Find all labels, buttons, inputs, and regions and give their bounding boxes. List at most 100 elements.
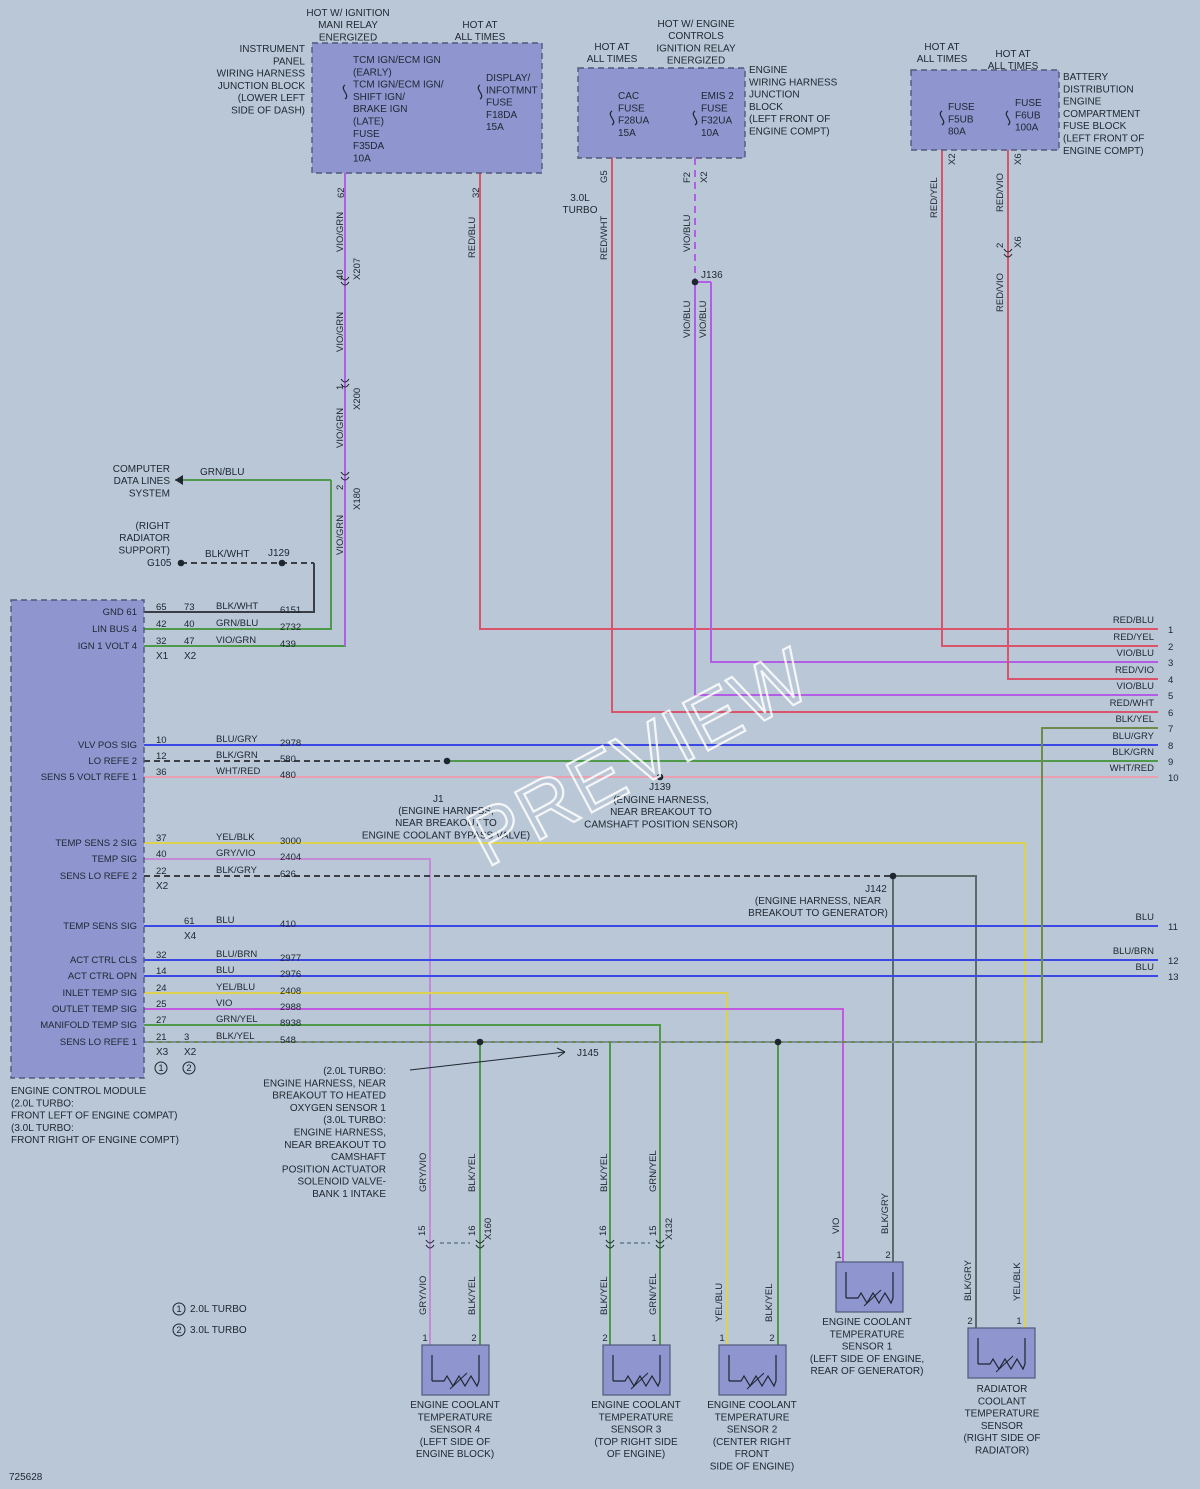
label-yel-blk: YEL/BLK (1012, 1262, 1023, 1301)
bd-fuse1-line-0: FUSE (948, 102, 975, 113)
ecm-pin-p1-13: 25 (156, 999, 167, 1010)
connector-x180: X180 (352, 488, 363, 510)
turbo30-line-0: 3.0L (570, 193, 590, 204)
j145-desc-line-2: BREAKOUT TO HEATED (272, 1091, 386, 1102)
right-wire-5: RED/WHT (1110, 698, 1155, 709)
label-red-vio: RED/VIO (995, 173, 1006, 212)
connector-x160: X160 (483, 1218, 494, 1240)
sensor-pin-2: 2 (602, 1333, 607, 1344)
ipjb-fuse1-line-4: BRAKE IGN (353, 104, 407, 115)
label-j1: J1 (433, 794, 444, 805)
pin-x160-2: 16 (467, 1225, 478, 1236)
g105-loc-line-2: SUPPORT) (119, 545, 171, 556)
ecm-pin-circ-5: 480 (280, 770, 296, 781)
rad-label-line-3: SENSOR (981, 1421, 1023, 1432)
connector-x132: X132 (664, 1218, 675, 1240)
ewjb-hot-ign-line-3: ENERGIZED (667, 56, 725, 67)
g105-loc-line-0: (RIGHT (136, 521, 170, 532)
ewjb-hot-ign-line-0: HOT W/ ENGINE (657, 19, 734, 30)
sensor-ect1-thermistor (846, 1291, 894, 1305)
ewjb-fuse2-line-3: 10A (701, 128, 719, 139)
rad-label-line-4: (RIGHT SIDE OF (963, 1433, 1040, 1444)
connector-x6: X6 (1013, 153, 1024, 165)
ecm-pin-name-7: TEMP SIG (92, 854, 137, 865)
inline-connector-2 (340, 471, 350, 481)
ecm-label-line-0: ENGINE CONTROL MODULE (11, 1086, 147, 1097)
ipjb-fuse2-line-4: 15A (486, 122, 504, 133)
sensor-pin-7: 2 (885, 1250, 890, 1261)
ewjb-fuse1-line-1: FUSE (618, 103, 645, 114)
bd-name-line-2: ENGINE (1063, 97, 1102, 108)
j1-desc-line-0: (ENGINE HARNESS, (398, 806, 494, 817)
fuse-f32ua (692, 110, 698, 126)
ewjb-name-line-5: ENGINE COMPT) (749, 127, 830, 138)
fuse-f18da (477, 84, 483, 100)
ecm-pin-p2-2: 47 (184, 636, 195, 647)
bd-fuse1-line-1: F5UB (948, 114, 974, 125)
ect3-label-line-0: ENGINE COOLANT (591, 1400, 680, 1411)
label-blk-gry-2: BLK/GRY (963, 1259, 974, 1301)
sensor-ect3-leads (612, 1355, 661, 1381)
legend-num-1: 1 (176, 1304, 181, 1315)
label-j142: J142 (865, 884, 887, 895)
ewjb-fuse1-line-3: 15A (618, 128, 636, 139)
pin-x160-1: 15 (417, 1225, 428, 1236)
bd-name-line-5: (LEFT FRONT OF (1063, 134, 1144, 145)
cdl-label-line-1: DATA LINES (114, 476, 171, 487)
ewjb-name-line-4: (LEFT FRONT OF (749, 114, 830, 125)
ipjb-fuse2-line-0: DISPLAY/ (486, 73, 530, 84)
bd-name-line-0: BATTERY (1063, 72, 1109, 83)
label-yel-blu: YEL/BLU (714, 1283, 725, 1322)
ect3-label-line-1: TEMPERATURE (599, 1412, 674, 1423)
ecm-pin-circ-8: 626 (280, 869, 296, 880)
sensor-ect1 (835, 1261, 904, 1313)
ecm-pin-name-2: IGN 1 VOLT 4 (78, 641, 137, 652)
sensor-pin-0: 1 (422, 1333, 427, 1344)
ect4-label-line-0: ENGINE COOLANT (410, 1400, 499, 1411)
ipjb-fuse1-line-7: F35DA (353, 141, 384, 152)
ecm-pin-name-9: TEMP SENS SIG (63, 921, 137, 932)
bd-name-line-6: ENGINE COMPT) (1063, 146, 1144, 157)
wire-layer (144, 150, 1158, 1345)
pin-x200: 1 (335, 385, 346, 390)
ecm-pin-name-1: LIN BUS 4 (92, 624, 137, 635)
label-vio-blu-3: VIO/BLU (698, 300, 709, 338)
ecm-pin-wire-10: BLU/BRN (216, 949, 257, 960)
wire-vio (144, 1008, 844, 1262)
ecm-pin-circ-4: 580 (280, 754, 296, 765)
ecm-pin-wire-2: VIO/GRN (216, 635, 256, 646)
ecm-pin-wire-14: GRN/YEL (216, 1014, 258, 1025)
connector-x6-2: X6 (1013, 236, 1024, 248)
bd-hot1-line-1: ALL TIMES (917, 54, 968, 65)
label-blk-yel-3: BLK/YEL (599, 1153, 610, 1192)
j145-desc-line-8: POSITION ACTUATOR (282, 1164, 386, 1175)
right-wire-3: RED/VIO (1115, 665, 1154, 676)
label-blk-yel-1: BLK/YEL (467, 1153, 478, 1192)
j139-desc-line-0: (ENGINE HARNESS, (613, 795, 709, 806)
ecm-circle-num-1: 1 (158, 1063, 163, 1074)
bd-hot1-line-0: HOT AT (924, 42, 959, 53)
splice-j142 (889, 872, 897, 880)
ewjb-fuse1-line-0: CAC (618, 91, 639, 102)
label-j129: J129 (268, 548, 290, 559)
legend-circle-2 (172, 1323, 186, 1337)
ewjb-name-line-0: ENGINE (749, 65, 788, 76)
ecm-circle-1 (154, 1061, 168, 1075)
label-red-blu: RED/BLU (467, 217, 478, 258)
j142-desc-line-1: BREAKOUT TO GENERATOR) (748, 908, 888, 919)
j1-desc-line-2: ENGINE COOLANT BYPASS VALVE) (362, 830, 530, 841)
label-grn-yel-1: GRN/YEL (648, 1150, 659, 1192)
j142-desc-line-0: (ENGINE HARNESS, NEAR (755, 896, 881, 907)
ipjb-name-line-2: WIRING HARNESS (217, 69, 306, 80)
legend-label-1: 2.0L TURBO (190, 1304, 247, 1315)
sensor-pin-9: 1 (1016, 1316, 1021, 1327)
wire-blk-yel-7 (144, 727, 1158, 1043)
ecm-pin-p2-1: 40 (184, 619, 195, 630)
ecm-pin-wire-12: YEL/BLU (216, 982, 255, 993)
right-wire-9: WHT/RED (1110, 763, 1154, 774)
ecm-pin-wire-0: BLK/WHT (216, 601, 258, 612)
ecm-pin-circ-2: 439 (280, 639, 296, 650)
wire-yel-blu (144, 992, 728, 1345)
ipjb-fuse1-line-6: FUSE (353, 129, 380, 140)
label-vio-blu-5: VIO/BLU (682, 300, 693, 338)
